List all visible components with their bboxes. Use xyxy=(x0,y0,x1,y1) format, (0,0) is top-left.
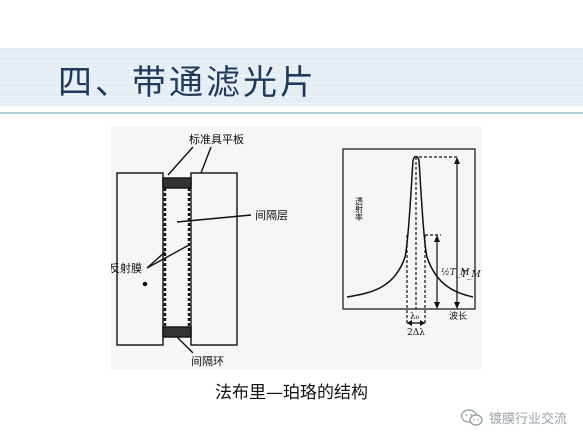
title-band xyxy=(0,48,583,106)
spacer-ring-top xyxy=(162,177,192,189)
right-plate xyxy=(190,172,238,346)
label-half-tm: ½T_M xyxy=(441,267,470,278)
figure-svg: 标准具平板 间隔层 反射膜 间隔环 xyxy=(111,132,482,368)
fabry-perot-figure: 标准具平板 间隔层 反射膜 间隔环 xyxy=(111,127,482,369)
label-reflective-film: 反射膜 xyxy=(111,261,142,275)
page-title: 四、带通滤光片 xyxy=(58,63,317,103)
half-tm-arrowhead-bottom xyxy=(434,302,440,309)
half-tm-arrowhead-top xyxy=(434,235,440,242)
left-plate xyxy=(116,172,164,346)
leader-line-film-right xyxy=(146,244,190,269)
spectrum-frame xyxy=(342,148,476,310)
bandwidth-arrowhead-right xyxy=(420,320,425,326)
etalon-diagram: 标准具平板 间隔层 反射膜 间隔环 xyxy=(111,132,288,368)
transmission-curve xyxy=(346,155,474,298)
leader-line-top-left xyxy=(167,146,194,176)
tm-arrowhead-bottom xyxy=(454,302,460,309)
figure-caption: 法布里—珀珞的结构 xyxy=(215,383,368,403)
label-spacer-ring: 间隔环 xyxy=(191,355,224,368)
leader-line-top-right xyxy=(200,146,212,174)
watermark-text: 镀膜行业交流 xyxy=(488,412,567,427)
label-tm: T_M xyxy=(461,270,482,280)
title-divider xyxy=(0,112,583,114)
bandwidth-arrowhead-left xyxy=(407,320,412,326)
tm-arrowhead-top xyxy=(454,157,460,164)
spectrum-ylabel: 透射率 xyxy=(355,197,364,222)
transmission-spectrum: 透射率 ½T_M T_M λ₀ 波长 xyxy=(342,148,482,338)
label-lambda0: λ₀ xyxy=(410,312,420,322)
leader-line-spacer-ring xyxy=(176,336,194,354)
wechat-icon xyxy=(460,408,483,427)
label-bandwidth: 2Δλ xyxy=(407,328,425,338)
leader-line-spacer-layer xyxy=(176,214,252,223)
leader-line-film-left xyxy=(146,251,166,269)
spacer-ring-bottom xyxy=(162,326,192,338)
label-etalon-plates: 标准具平板 xyxy=(189,132,244,146)
watermark: 镀膜行业交流 xyxy=(460,408,567,427)
label-spacer-layer: 间隔层 xyxy=(255,209,288,222)
spectrum-xlabel: 波长 xyxy=(449,310,467,322)
plate-mark xyxy=(142,281,148,287)
